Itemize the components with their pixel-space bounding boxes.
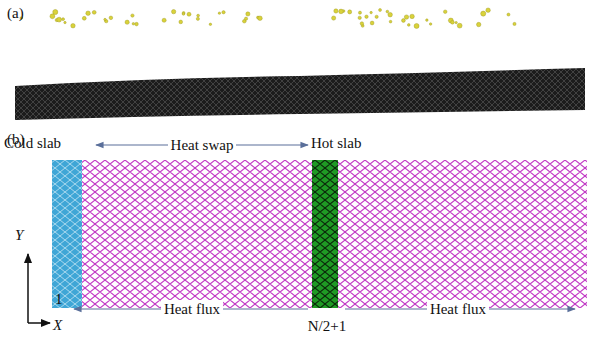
atom-dot xyxy=(348,10,352,14)
figure-label: N/2+1 xyxy=(308,317,346,335)
atom-dot xyxy=(386,10,389,13)
atom-dot xyxy=(86,11,91,16)
atom-dot xyxy=(258,16,263,21)
atom-dot xyxy=(402,19,406,23)
atom-dot xyxy=(375,15,378,18)
hot-slab-mesh xyxy=(312,160,338,308)
atom-dot xyxy=(53,9,58,14)
atom-dot xyxy=(171,9,175,13)
atom-dot xyxy=(125,20,129,24)
atom-dot xyxy=(358,16,361,19)
x-axis xyxy=(28,322,50,324)
yellow-atoms xyxy=(20,8,516,29)
atom-dot xyxy=(187,12,191,16)
atom-dot xyxy=(513,22,516,25)
atom-dot xyxy=(429,23,432,26)
figure-label: Heat flux xyxy=(161,300,223,318)
atom-dot xyxy=(389,20,392,23)
atom-dot xyxy=(370,21,374,25)
atom-dot xyxy=(404,15,408,19)
atom-dot xyxy=(388,12,393,17)
atom-dot xyxy=(209,23,212,26)
figure-label: Heat flux xyxy=(427,300,489,318)
atom-dot xyxy=(62,18,65,21)
figure-label: (b) xyxy=(7,130,25,148)
atom-dot xyxy=(92,10,96,14)
atom-dot xyxy=(182,12,185,15)
atom-dot xyxy=(82,16,86,20)
atom-dot xyxy=(358,11,361,14)
atom-dot xyxy=(197,14,200,17)
atom-dot xyxy=(339,9,344,14)
atom-dot xyxy=(426,19,429,22)
atom-dot xyxy=(476,22,480,26)
atom-dot xyxy=(64,21,66,23)
atom-dot xyxy=(334,9,338,13)
atom-dot xyxy=(360,22,364,26)
figure-label: 1 xyxy=(55,290,63,308)
slab-label: Hot slab xyxy=(311,134,366,152)
slab-region: Cold slab xyxy=(4,134,66,308)
atom-dot xyxy=(455,21,457,23)
figure-label: Y xyxy=(15,226,23,244)
slab-region: Hot slab xyxy=(311,134,366,308)
atom-dot xyxy=(57,17,62,22)
atom-dot xyxy=(457,23,462,28)
atom-dot xyxy=(196,17,199,20)
atom-dot xyxy=(218,12,220,14)
atom-dot xyxy=(481,11,486,16)
atom-dot xyxy=(332,16,336,20)
atom-dot xyxy=(131,14,134,17)
figure-label: (a) xyxy=(7,4,24,22)
cold-slab-fill xyxy=(52,160,82,308)
atom-dot xyxy=(486,8,490,12)
atom-dot xyxy=(370,11,372,13)
atom-dot xyxy=(132,23,135,26)
figure-label: X xyxy=(53,316,62,334)
atom-dot xyxy=(246,12,250,16)
atom-dot xyxy=(365,15,368,18)
atom-dot xyxy=(410,14,414,18)
nanotube xyxy=(15,68,585,120)
atom-dot xyxy=(407,24,410,27)
atom-dot xyxy=(50,14,55,19)
atom-dot xyxy=(443,10,447,14)
atom-dot xyxy=(104,18,106,20)
y-axis xyxy=(27,254,29,323)
hot-slab-fill xyxy=(312,160,338,308)
atom-dot xyxy=(414,23,419,28)
lattice-mesh xyxy=(52,160,587,308)
atom-dot xyxy=(244,17,247,20)
atom-dot xyxy=(162,18,166,22)
atom-dot xyxy=(451,20,455,24)
cold-slab-mesh xyxy=(52,160,82,308)
atom-dot xyxy=(182,13,185,16)
edge-label: Heat swap xyxy=(168,136,237,154)
atom-dot xyxy=(71,24,75,28)
atom-dot xyxy=(507,13,510,16)
atom-dot xyxy=(179,20,183,24)
atom-dot xyxy=(222,11,225,14)
atom-dot xyxy=(379,9,382,12)
atom-dot xyxy=(109,16,113,20)
atom-dot xyxy=(135,22,139,26)
